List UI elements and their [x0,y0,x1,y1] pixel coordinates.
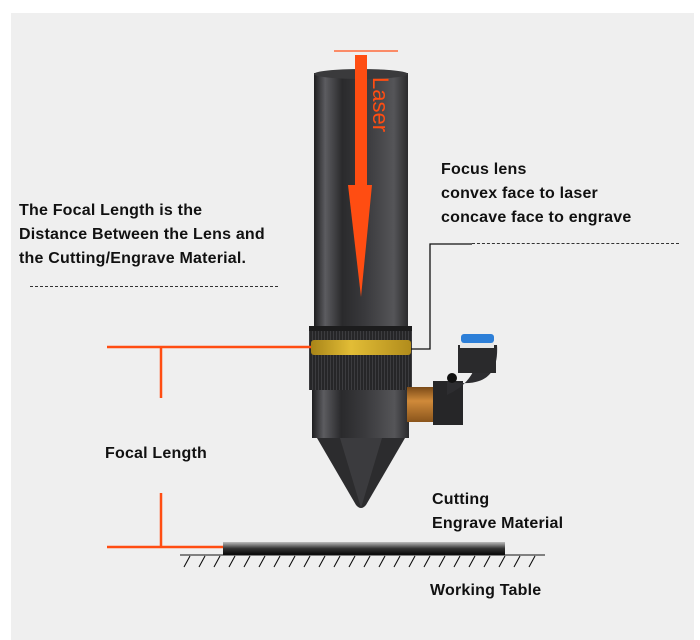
material-line-2: Engrave Material [432,515,564,532]
working-table-label: Working Table [430,582,542,599]
engrave-material-plate [223,542,505,555]
material-label: Cutting Engrave Material [432,488,563,536]
laser-beam-arrow [334,50,398,297]
focal-length-label: Focal Length [105,445,207,462]
focus-lens-leader-line [411,243,472,350]
definition-line-3: the Cutting/Engrave Material. [19,250,247,267]
focus-lens-dashed-line [472,243,679,244]
focus-lens-note: Focus lens convex face to laser concave … [441,158,631,230]
focal-length-dimension [107,345,311,549]
nozzle-body [312,390,409,438]
focus-lens-line-3: concave face to engrave [441,209,632,226]
laser-vertical-label: Laser [368,77,393,132]
focal-length-definition: The Focal Length is the Distance Between… [19,199,265,271]
definition-dashed-underline [30,286,278,287]
focus-lens-line-1: Focus lens [441,161,527,178]
focus-lens-line-2: convex face to laser [441,185,598,202]
definition-line-2: Distance Between the Lens and [19,226,265,243]
definition-line-1: The Focal Length is the [19,202,203,219]
working-table-hatch [180,554,545,568]
lens-holder-ring [309,326,412,390]
focus-lens-yellow-ring [311,340,411,355]
air-assist-fitting [407,334,498,425]
material-line-1: Cutting [432,491,490,508]
